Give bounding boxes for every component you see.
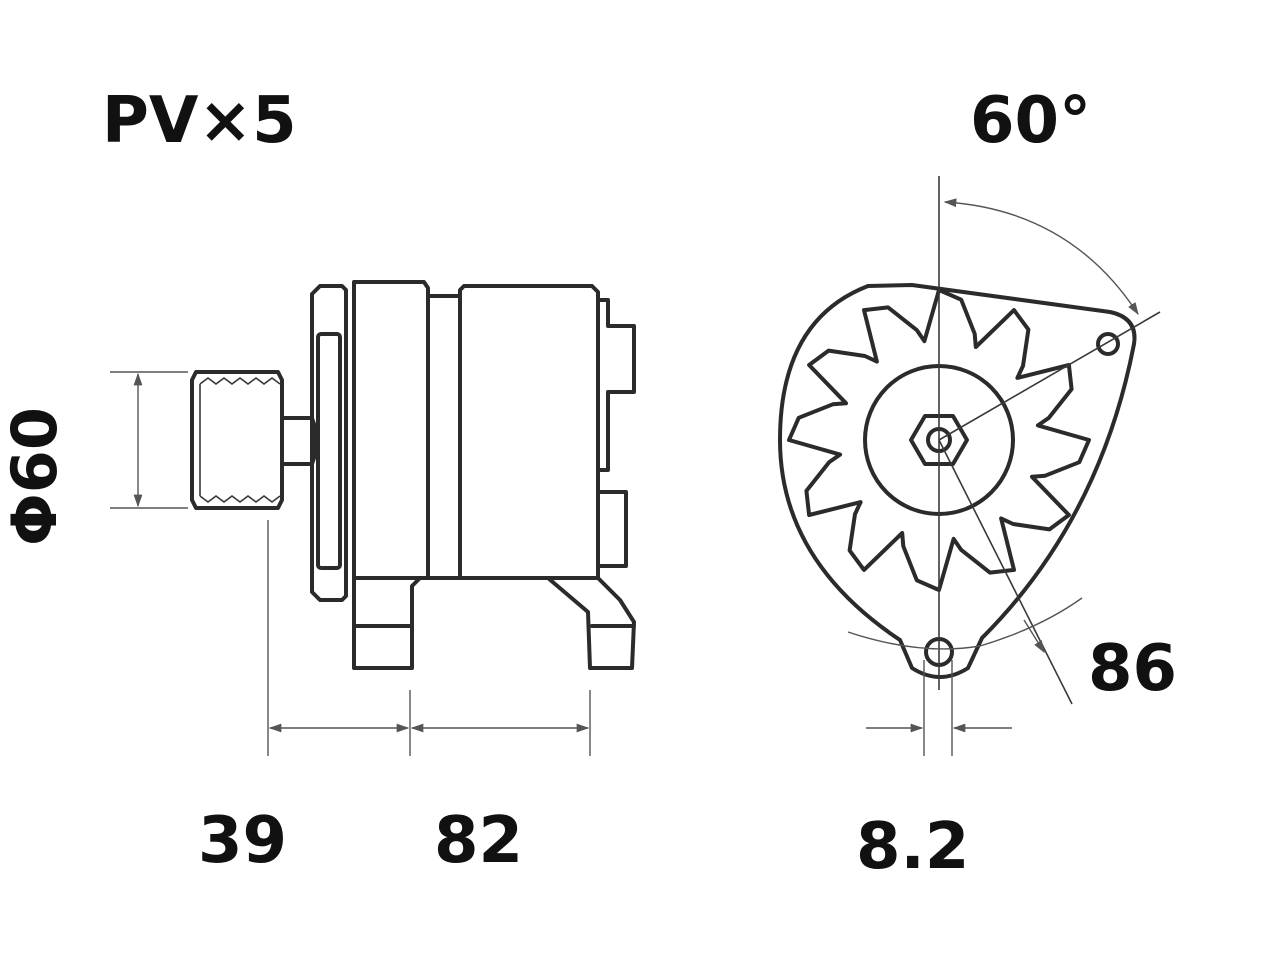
front-view	[778, 176, 1161, 705]
stator-ring	[352, 280, 430, 580]
hole-dimension	[866, 660, 1012, 756]
top-mounting-hole	[1096, 332, 1120, 356]
radius-arc	[847, 597, 1083, 650]
rear-housing	[458, 284, 600, 580]
dim-39-label: 39	[198, 804, 287, 878]
front-housing	[778, 283, 1137, 679]
angle-arc	[943, 198, 1139, 316]
radius-line	[938, 439, 1073, 705]
mounting-foot	[352, 576, 636, 670]
length-dimensions	[267, 520, 591, 756]
dim-86-label: 86	[1088, 632, 1177, 706]
radial-line	[938, 311, 1161, 441]
dim-8-2-label: 8.2	[856, 810, 969, 884]
stator-band	[426, 294, 462, 580]
shaft	[280, 416, 316, 466]
rear-cover	[596, 298, 636, 568]
pulley	[190, 370, 284, 510]
dim-82-label: 82	[434, 804, 523, 878]
angle-label: 60°	[970, 84, 1091, 158]
pulley-label: PV×5	[102, 84, 297, 158]
diameter-dimension	[110, 371, 188, 509]
nut	[909, 414, 969, 466]
side-view	[190, 280, 636, 670]
front-flange	[310, 284, 348, 602]
diameter-label: Φ60	[0, 407, 71, 546]
